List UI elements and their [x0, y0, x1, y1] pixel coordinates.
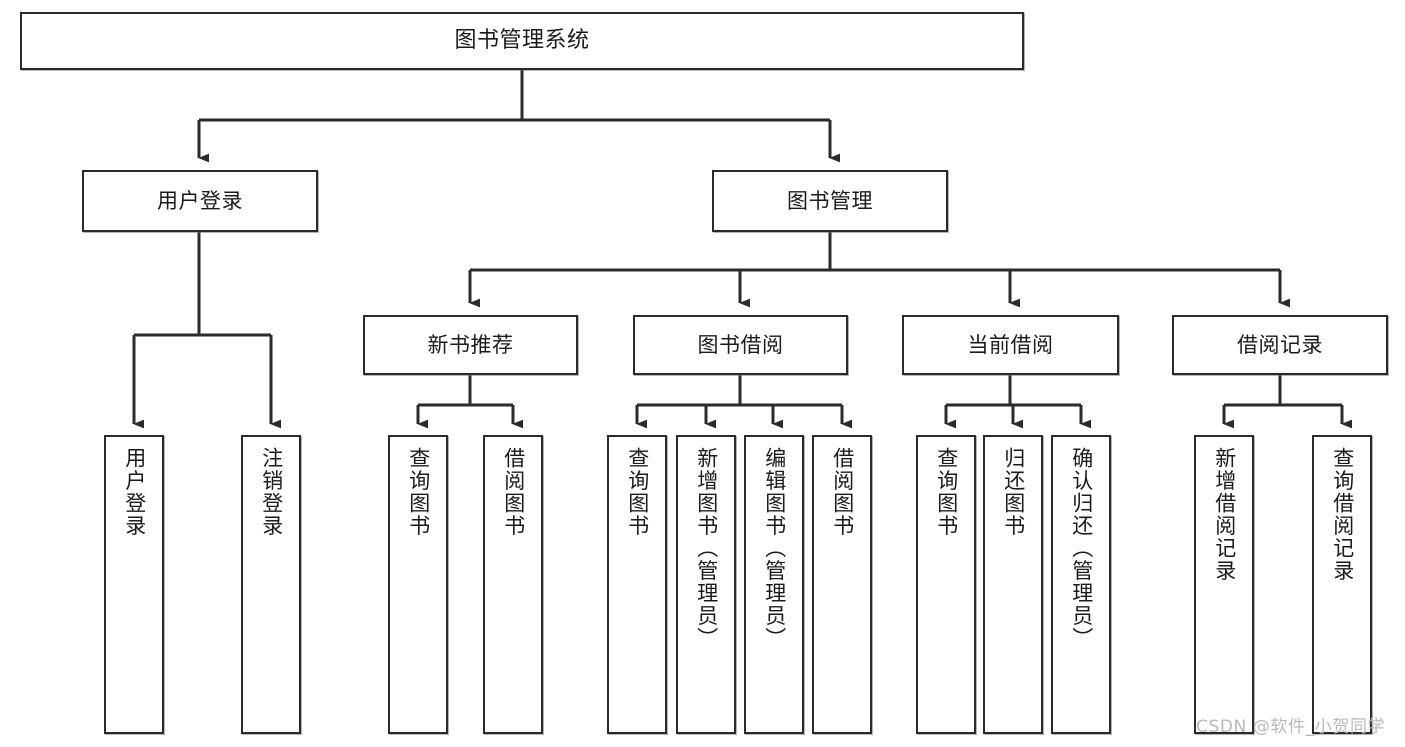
node-label: 编辑图书（管理员） [762, 447, 787, 650]
leaf-edit-book[interactable]: 编辑图书（管理员） [744, 435, 804, 734]
leaf-logout[interactable]: 注销登录 [241, 435, 301, 734]
node-user-login[interactable]: 用户登录 [82, 170, 318, 232]
node-label: 归还图书 [1001, 447, 1026, 537]
leaf-query-book-borrow[interactable]: 查询图书 [607, 435, 667, 734]
leaf-user-login[interactable]: 用户登录 [104, 435, 164, 734]
node-label: 查询借阅记录 [1330, 447, 1355, 582]
node-label: 借阅记录 [1237, 332, 1323, 357]
node-book-borrow[interactable]: 图书借阅 [633, 315, 848, 375]
node-label: 借阅图书 [830, 447, 855, 537]
node-label: 图书管理 [787, 188, 873, 213]
node-label: 新增图书（管理员） [694, 447, 719, 650]
node-label: 注销登录 [259, 447, 284, 537]
leaf-borrow-book[interactable]: 借阅图书 [812, 435, 872, 734]
node-new-book-recommend[interactable]: 新书推荐 [363, 315, 578, 375]
node-label: 查询图书 [934, 447, 959, 537]
node-book-manage[interactable]: 图书管理 [712, 170, 948, 232]
node-label: 借阅图书 [501, 447, 526, 537]
node-label: 查询图书 [625, 447, 650, 537]
node-label: 确认归还（管理员） [1069, 447, 1094, 650]
node-label: 新书推荐 [427, 332, 514, 357]
node-label: 用户登录 [122, 447, 147, 537]
leaf-query-book-recommend[interactable]: 查询图书 [388, 435, 448, 734]
leaf-query-borrow-record[interactable]: 查询借阅记录 [1312, 435, 1372, 734]
node-label: 新增借阅记录 [1212, 447, 1237, 582]
node-label: 图书管理系统 [454, 28, 590, 54]
leaf-borrow-book-recommend[interactable]: 借阅图书 [483, 435, 543, 734]
node-label: 图书借阅 [697, 332, 784, 357]
leaf-add-book[interactable]: 新增图书（管理员） [676, 435, 736, 734]
node-label: 当前借阅 [967, 332, 1054, 357]
node-label: 查询图书 [406, 447, 431, 537]
leaf-query-book-current[interactable]: 查询图书 [916, 435, 976, 734]
node-root-system[interactable]: 图书管理系统 [20, 12, 1024, 70]
leaf-confirm-return[interactable]: 确认归还（管理员） [1051, 435, 1111, 734]
node-borrow-record[interactable]: 借阅记录 [1172, 315, 1388, 375]
leaf-return-book[interactable]: 归还图书 [983, 435, 1043, 734]
leaf-add-borrow-record[interactable]: 新增借阅记录 [1194, 435, 1254, 734]
node-label: 用户登录 [157, 188, 243, 213]
node-current-borrow[interactable]: 当前借阅 [902, 315, 1119, 375]
